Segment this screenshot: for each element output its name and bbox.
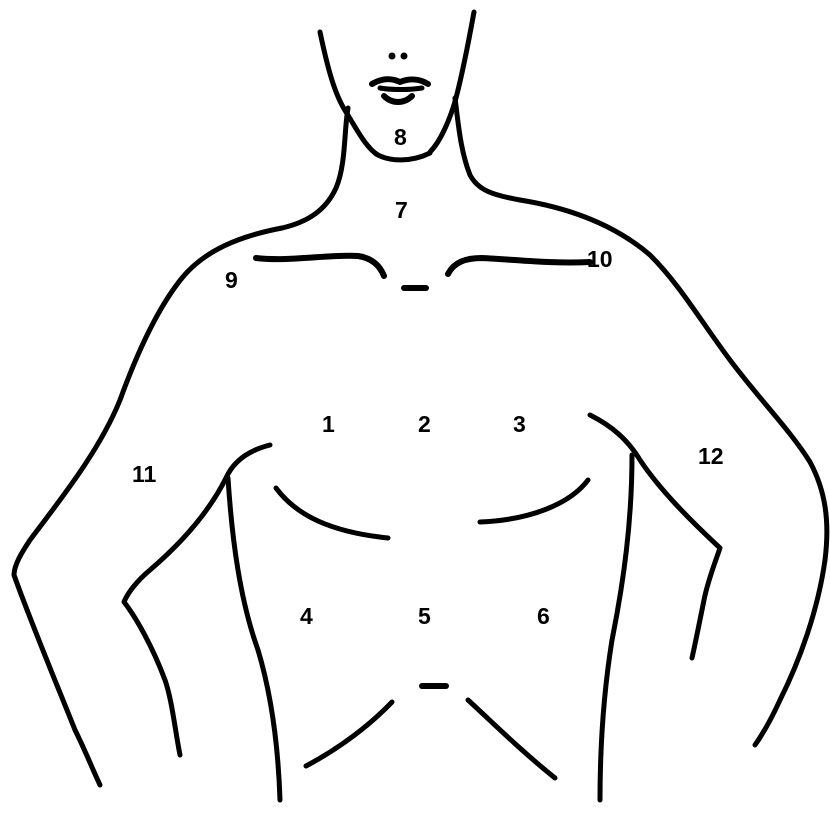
chin-contour bbox=[376, 153, 430, 160]
right-shoulder-arm-outer bbox=[520, 200, 827, 745]
right-pectoral-line bbox=[480, 480, 588, 522]
mouth-line bbox=[380, 88, 422, 90]
neck-left bbox=[282, 108, 348, 228]
left-rib-line bbox=[306, 702, 392, 766]
left-arm-inner bbox=[124, 445, 270, 755]
region-label-6: 6 bbox=[537, 603, 550, 629]
region-label-9: 9 bbox=[225, 267, 238, 293]
left-pectoral-line bbox=[276, 488, 388, 538]
region-label-11: 11 bbox=[132, 461, 157, 487]
region-label-2: 2 bbox=[418, 411, 431, 437]
face-features bbox=[372, 53, 428, 103]
neck-right bbox=[455, 98, 520, 200]
nostril-right bbox=[401, 53, 408, 60]
region-label-4: 4 bbox=[300, 603, 313, 629]
torso-left-side bbox=[228, 478, 280, 800]
right-clavicle bbox=[448, 258, 590, 274]
left-shoulder-arm-outer bbox=[14, 228, 282, 785]
region-label-7: 7 bbox=[395, 197, 408, 223]
region-label-12: 12 bbox=[698, 443, 724, 469]
face-right-contour bbox=[430, 12, 474, 152]
region-label-3: 3 bbox=[513, 411, 526, 437]
region-label-8: 8 bbox=[394, 124, 407, 150]
torso-right-side bbox=[600, 455, 632, 800]
face-left-contour bbox=[320, 32, 378, 155]
right-rib-line bbox=[468, 700, 555, 778]
upper-lip bbox=[372, 79, 428, 84]
region-label-5: 5 bbox=[418, 603, 431, 629]
region-label-10: 10 bbox=[587, 246, 613, 272]
nostril-left bbox=[389, 53, 396, 60]
lower-lip bbox=[384, 96, 412, 102]
region-label-1: 1 bbox=[322, 411, 335, 437]
left-clavicle bbox=[256, 256, 384, 276]
